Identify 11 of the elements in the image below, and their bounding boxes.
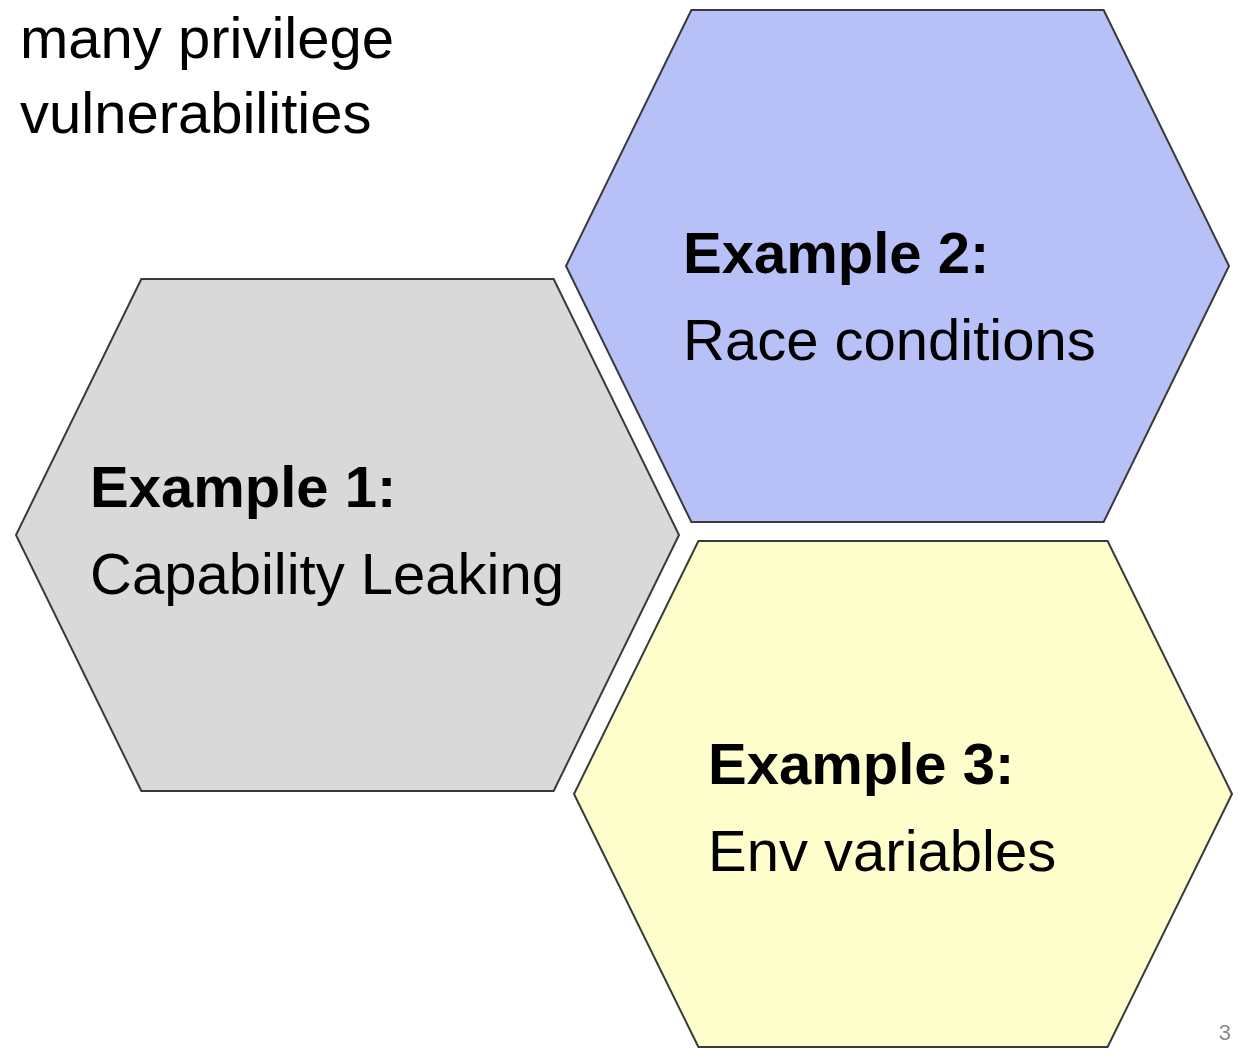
- example-text: Env variables: [708, 817, 1057, 885]
- page-number: 3: [1218, 1020, 1231, 1046]
- example-text: Race conditions: [683, 306, 1096, 374]
- example-heading: Example 1:: [90, 453, 398, 521]
- slide-heading: many privilege vulnerabilities: [20, 4, 395, 148]
- example-heading: Example 3:: [708, 730, 1016, 798]
- hexagon-shape: [573, 540, 1233, 1048]
- hexagon-shape: [565, 9, 1230, 523]
- hexagon-shape: [15, 278, 680, 792]
- example-heading: Example 2:: [683, 219, 991, 287]
- example-text: Capability Leaking: [90, 540, 564, 608]
